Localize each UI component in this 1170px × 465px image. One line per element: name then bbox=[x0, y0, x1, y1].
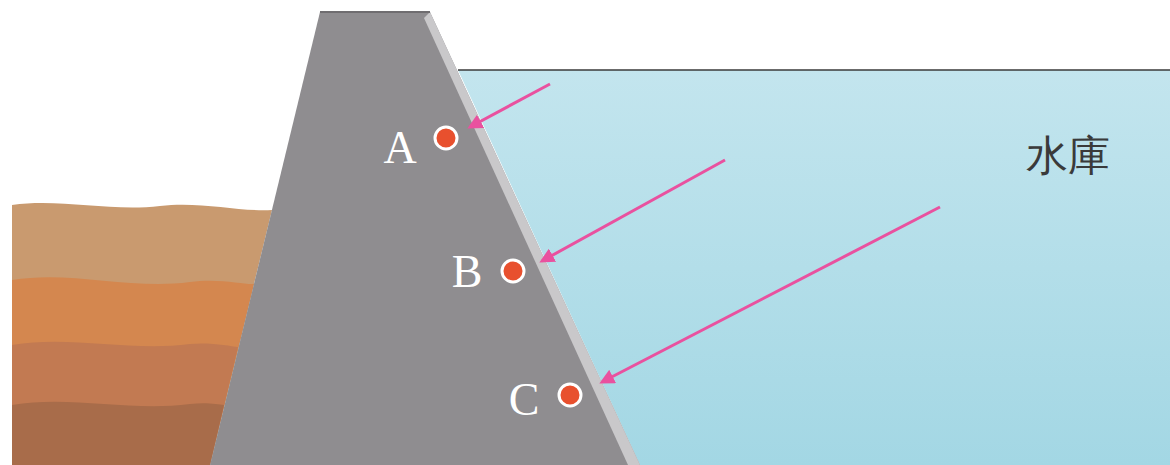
reservoir-water bbox=[458, 70, 1170, 465]
dam-body bbox=[210, 12, 640, 465]
region-label: 水庫 bbox=[1026, 135, 1110, 177]
point-label: B bbox=[452, 249, 483, 295]
point-label: C bbox=[509, 377, 540, 423]
pressure-arrow bbox=[602, 207, 940, 382]
dam-top bbox=[320, 11, 430, 13]
water-surface bbox=[458, 69, 1170, 71]
point-label: A bbox=[383, 125, 416, 171]
soil-layer bbox=[12, 402, 224, 465]
point-dot bbox=[559, 384, 581, 406]
point-dot bbox=[435, 127, 457, 149]
pressure-arrow bbox=[470, 84, 550, 127]
dam-face-edge bbox=[424, 12, 640, 465]
pressure-arrow bbox=[542, 160, 725, 261]
point-dot bbox=[502, 260, 524, 282]
soil-layer bbox=[12, 342, 238, 465]
